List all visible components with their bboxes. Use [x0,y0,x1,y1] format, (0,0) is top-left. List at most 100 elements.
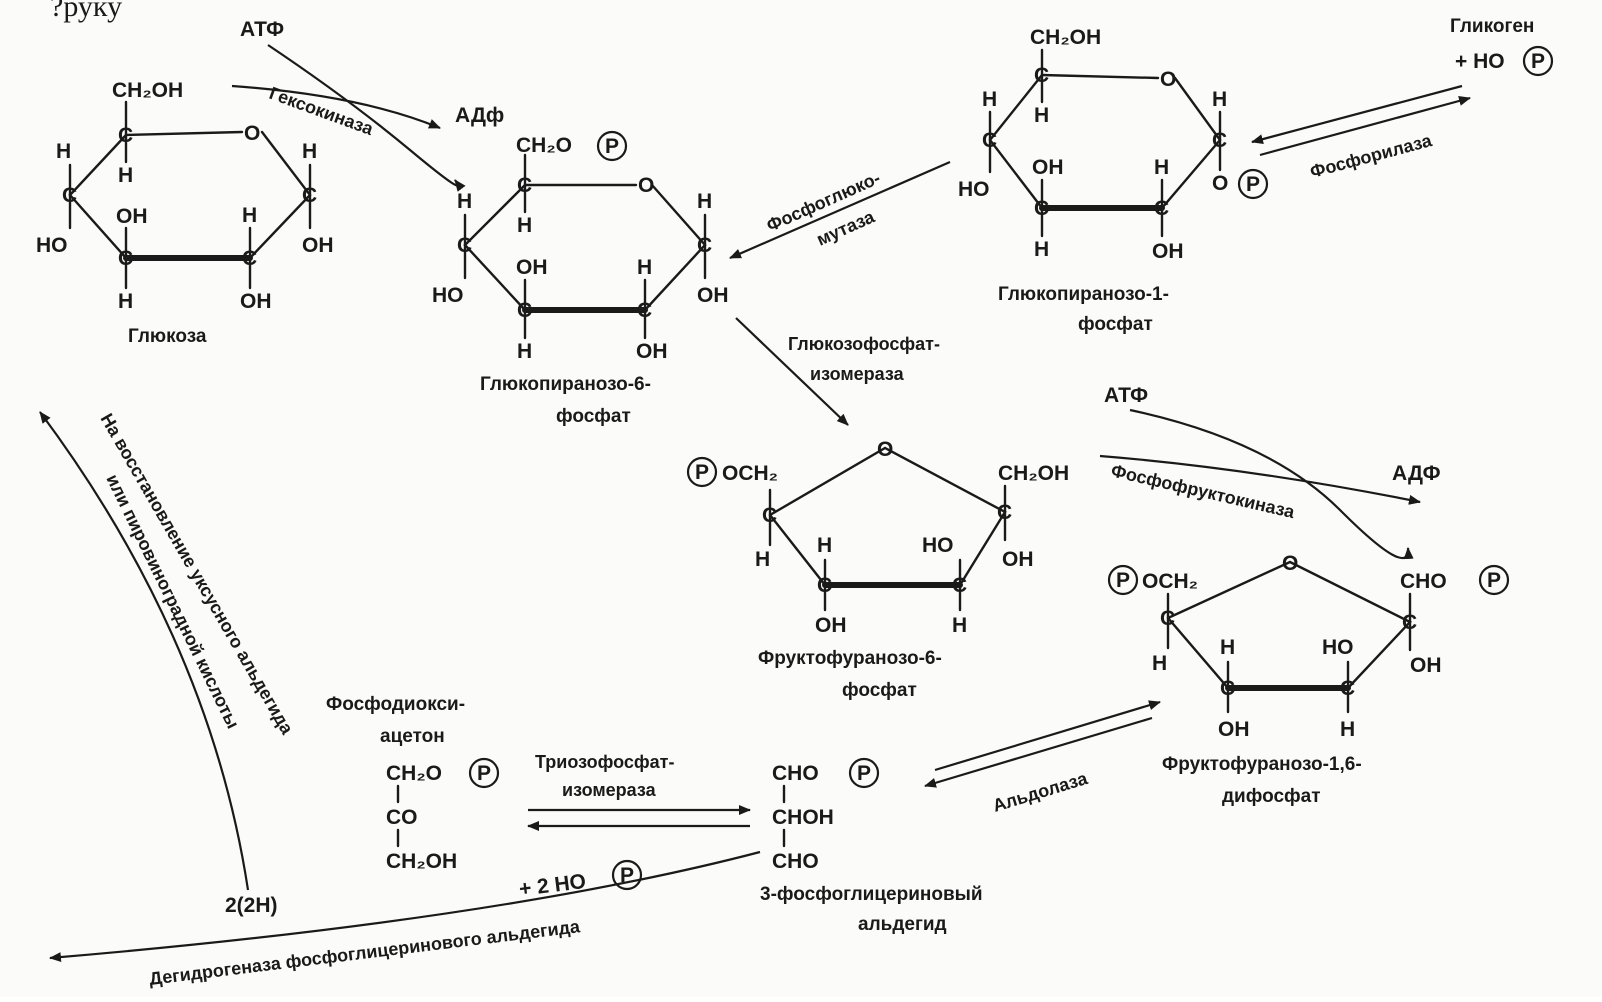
f16bp-o: O [1282,552,1298,575]
g6p-oh: OH [636,340,668,363]
hexokinase-arrow [231,84,441,130]
gpi-arrow [735,317,849,426]
g6p-h: H [697,190,712,213]
f6p-ch2oh: CH₂OH [998,462,1069,485]
f16bp-phosphate-circle-1 [1107,564,1139,596]
plus-2hop: + 2 HO [518,870,587,901]
dehydrogenase-label: Дегидрогеназа фосфоглицеринового альдеги… [148,916,582,989]
tpi-label: Триозофосфат- [535,752,674,772]
glycogen-p: P [1531,50,1545,73]
glucose-h: H [118,290,133,313]
f6p-h: H [817,534,832,557]
g1p-o: O [1212,172,1228,195]
glucose-c: C [242,247,257,270]
f16bp-oh: OH [1218,718,1250,741]
tpi-label: изомераза [562,780,657,800]
aldolase-arrow-1 [924,716,1153,788]
dhap-co: CO [386,806,418,829]
g6p-label: фосфат [556,406,631,427]
g1p-c: C [1034,197,1049,220]
side-path: На восстановление уксусного альдегида ил… [39,410,298,891]
glucose-h: H [56,140,71,163]
f6p-oh: OH [815,614,847,637]
glycogen-label: Гликоген [1450,16,1534,37]
adp-label: АДФ [1392,462,1441,485]
g1p-c: C [1212,129,1227,152]
aldolase-arrow-2 [934,700,1161,772]
g6p-h: H [637,256,652,279]
f6p-p: P [695,461,709,484]
g6p-c: C [637,299,652,322]
f6p-o: O [877,438,893,461]
g3p-label: альдегид [858,914,947,935]
g1p-oh: OH [1152,240,1184,263]
f16bp-c: C [1402,611,1417,634]
g6p-c: C [457,234,472,257]
f16bp-och2: OCH₂ [1142,570,1198,593]
f16bp-c: C [1220,677,1235,700]
g6p-oh: OH [697,284,729,307]
f16bp-label: Фруктофуранозо-1,6- [1162,754,1362,775]
g3p-label: 3-фосфоглицериновый [760,884,983,905]
glucose-ho: HO [36,234,68,257]
glycogen-group: Гликоген + HO P [1450,16,1554,77]
g1p-structure: CH₂OH C H O H C HO OH C H H C OH H C O P… [958,26,1269,335]
g3p-choh: CHOH [772,806,834,829]
aldolase-step: Альдолаза [924,700,1161,816]
top-text: ?руку [50,0,122,23]
glucose-oh: OH [240,290,272,313]
g6p-h: H [517,214,532,237]
g6p-c: C [517,299,532,322]
f16bp-h: H [1152,652,1167,675]
f16bp-h: H [1220,636,1235,659]
g6p-o: O [638,174,654,197]
g1p-h: H [1034,238,1049,261]
glucose-oh: OH [116,205,148,228]
glucose-h: H [242,204,257,227]
f6p-och2: OCH₂ [722,462,778,485]
dhap-ch2o: CH₂O [386,762,442,785]
gpi-label: изомераза [810,364,905,384]
hop-p: P [620,864,634,887]
phosphorylase-step: Фосфорилаза [1251,84,1471,182]
g6p-ch2o: CH₂O [516,134,572,157]
glucose-c: C [302,184,317,207]
glycogen-plus-hop: + HO [1455,50,1505,73]
g6p-phosphate-circle [596,130,628,162]
f6p-label: фосфат [842,680,917,701]
dehydrogenase-arrow [49,850,761,963]
glucose-label: Глюкоза [128,326,207,347]
g1p-h: H [1154,156,1169,179]
g1p-p: P [1246,173,1260,196]
gpi-label: Глюкозофосфат- [788,334,940,354]
hop-phosphate-circle [611,859,643,891]
f6p-c: C [762,504,777,527]
f6p-c: C [997,501,1012,524]
adp-label: АДф [455,104,504,127]
f6p-label: Фруктофуранозо-6- [758,648,942,669]
f16bp-c: C [1160,607,1175,630]
pfk-arrow [1099,454,1421,505]
g3p-cho: CHO [772,850,819,873]
g1p-ch2oh: CH₂OH [1030,26,1101,49]
glucose-o: O [244,122,260,145]
g3p-phosphate-circle [848,757,880,789]
two-2h-label: 2(2H) [225,894,278,917]
f6p-phosphate-circle [686,456,718,488]
g1p-ho: HO [958,178,990,201]
f16bp-structure: P OCH₂ O CHO P C H C OH H C OH HO C H Фр… [1107,552,1510,807]
g1p-c: C [1034,64,1049,87]
dhap-label: Фосфодиокси- [326,694,465,715]
phosphoglucomutase-step: Фосфоглюко- мутаза [729,160,951,260]
g3p-p: P [857,762,871,785]
dhap-label: ацетон [380,726,445,747]
g6p-c: C [697,234,712,257]
glucose-structure: CH₂OH C H O H C HO OH C H H C OH H C OH … [36,79,334,347]
aldolase-label: Альдолаза [990,768,1090,816]
gpi-step: Глюкозофосфат- изомераза [735,317,940,426]
f6p-h: H [755,548,770,571]
f16bp-c: C [1340,677,1355,700]
g3p-cho: CHO [772,762,819,785]
